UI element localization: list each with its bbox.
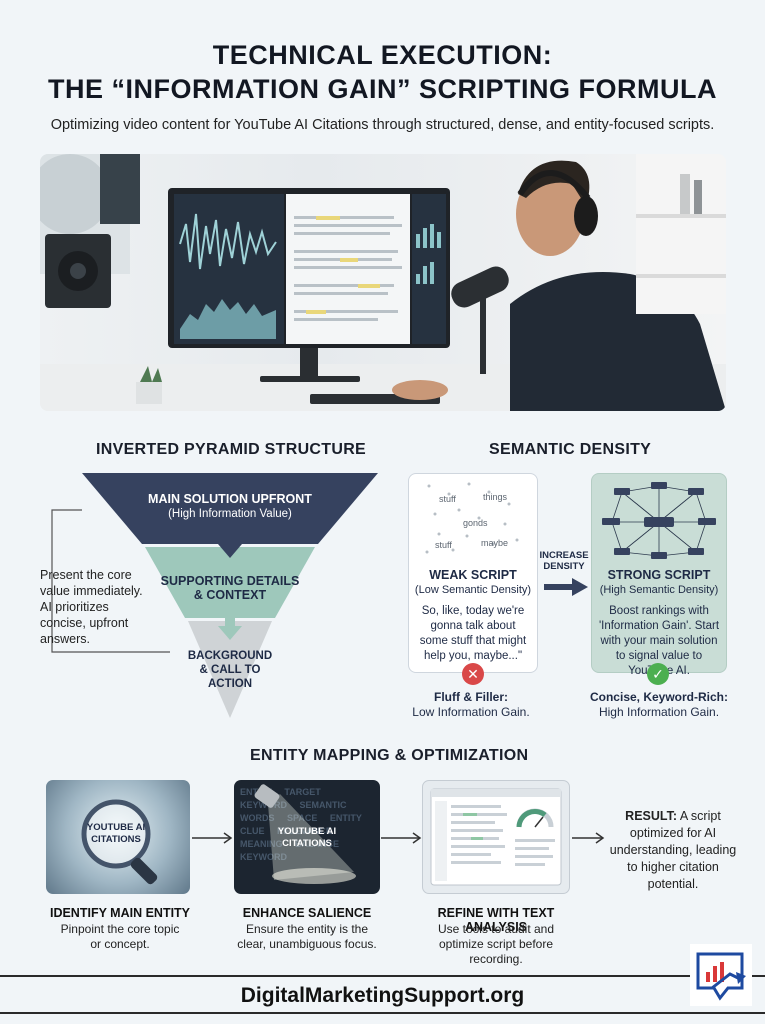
density-heading: SEMANTIC DENSITY <box>489 441 652 458</box>
bg-word: MEANING <box>240 839 283 849</box>
footer-divider-bottom <box>0 1012 765 1014</box>
tier1-sub: (High Information Value) <box>168 508 292 520</box>
chart-arrow-logo-icon <box>696 952 746 1001</box>
pyramid-heading: INVERTED PYRAMID STRUCTURE <box>96 441 367 458</box>
bg-word: ENTITY <box>240 787 272 797</box>
cloud-word: stuff <box>435 540 452 550</box>
cloud-word: gonds <box>463 518 488 528</box>
entity-network-dense <box>602 482 716 559</box>
bg-word: KEYWORD <box>240 800 287 810</box>
hero-photo <box>40 154 726 411</box>
tier3-line-1: BACKGROUND <box>187 650 273 662</box>
page-subtitle: Optimizing video content for YouTube AI … <box>50 117 715 133</box>
tier3-title: BACKGROUND & CALL TO ACTION <box>180 649 280 691</box>
tier1-title: MAIN SOLUTION UPFRONT <box>148 492 312 506</box>
page-title: TECHNICAL EXECUTION: THE “INFORMATION GA… <box>0 38 765 106</box>
entity-panel-salience: ENTITY TARGET KEYWORD SEMANTIC WORDS SPA… <box>234 780 380 894</box>
arrow-right-icon <box>381 832 422 844</box>
result-body: A script optimized for AI understanding,… <box>609 809 737 891</box>
pyramid-side-text: Present the core value immediately. AI p… <box>40 568 143 646</box>
increase-label-1: INCREASE <box>539 550 589 561</box>
analysis-dashboard-icon <box>430 788 562 886</box>
footer-site-name: DigitalMarketingSupport.org <box>240 984 525 1007</box>
strong-title: STRONG SCRIPT <box>607 568 711 582</box>
weak-under-sub: Low Information Gain. <box>412 705 530 719</box>
weak-body: So, like, today we're gonna talk about s… <box>419 605 527 662</box>
arrow-right-icon <box>544 578 588 596</box>
tier2-line-1: SUPPORTING DETAILS <box>160 574 300 588</box>
bg-word: SEMANTIC <box>299 800 347 810</box>
weak-script-card: stuff things gonds stuff maybe WEAK SCRI… <box>408 473 538 673</box>
check-icon: ✓ <box>647 663 669 685</box>
pyramid-bracket <box>51 509 170 653</box>
result-text: RESULT: A script optimized for AI unders… <box>603 808 743 893</box>
weak-title: WEAK SCRIPT <box>429 568 517 582</box>
step1-desc: Pinpoint the core topic or concept. <box>60 922 180 951</box>
tier2-line-2: & CONTEXT <box>193 588 267 602</box>
footer-divider-top <box>0 975 765 977</box>
strong-under-sub: High Information Gain. <box>598 705 720 719</box>
spotlight-icon <box>254 784 356 884</box>
strong-under-title: Concise, Keyword-Rich: <box>589 690 729 704</box>
tier2-title: SUPPORTING DETAILS & CONTEXT <box>150 574 310 602</box>
entity-heading: ENTITY MAPPING & OPTIMIZATION <box>250 747 529 764</box>
arrow-right-icon <box>192 832 233 844</box>
cloud-word: maybe <box>481 538 508 548</box>
bg-word: TARGET <box>284 787 321 797</box>
pyramid-tier-1 <box>82 473 378 544</box>
bg-word: SPACE <box>287 813 317 823</box>
result-label: RESULT: <box>625 809 678 823</box>
word-cloud-sparse: stuff things gonds stuff maybe <box>425 482 519 554</box>
increase-density-label: INCREASE DENSITY <box>537 550 591 572</box>
pyramid-tier-2 <box>145 547 315 618</box>
bg-word: ENTITY <box>329 813 362 823</box>
tier3-line-3: ACTION <box>207 678 253 690</box>
step3-desc: Use tools to audit and optimize script b… <box>437 922 555 966</box>
step1-title: IDENTIFY MAIN ENTITY <box>49 906 191 920</box>
brand-logo <box>690 944 752 1006</box>
weak-sub: (Low Semantic Density) <box>414 584 532 596</box>
background-word-cloud: ENTITY TARGET KEYWORD SEMANTIC WORDS SPA… <box>234 780 380 894</box>
step2-desc: Ensure the entity is the clear, unambigu… <box>237 922 377 951</box>
inverted-pyramid <box>51 473 378 718</box>
strong-script-card: STRONG SCRIPT (High Semantic Density) Bo… <box>591 473 727 677</box>
studio-illustration <box>40 154 726 411</box>
weak-under-title: Fluff & Filler: <box>434 690 508 704</box>
cloud-word: stuff <box>439 494 456 504</box>
bg-word: BALANCE <box>295 839 339 849</box>
panel1-label: YOUTUBE AI CITATIONS <box>86 822 146 845</box>
tier3-line-2: & CALL TO <box>199 664 261 676</box>
title-line-2: THE “INFORMATION GAIN” SCRIPTING FORMULA <box>48 74 717 104</box>
entity-panel-text-analysis <box>422 780 570 894</box>
cloud-word: things <box>483 492 508 502</box>
pyramid-tier-3 <box>188 621 272 718</box>
title-line-1: TECHNICAL EXECUTION: <box>212 40 553 70</box>
pyramid-arrow-2 <box>218 610 242 640</box>
pyramid-arrow-1 <box>218 528 242 558</box>
magnifier-icon <box>81 799 158 885</box>
strong-sub: (High Semantic Density) <box>599 584 719 596</box>
bg-word: WORDS <box>240 813 275 823</box>
panel2-label: YOUTUBE AI CITATIONS <box>277 826 337 849</box>
arrow-right-icon <box>572 832 605 844</box>
x-icon: ✕ <box>462 663 484 685</box>
bg-word: RELEVANCE <box>277 826 332 836</box>
strong-body: Boost rankings with 'Information Gain'. … <box>598 605 720 677</box>
step3-title: REFINE WITH TEXT ANALYSIS <box>437 906 555 934</box>
bg-word: KEYWORD <box>240 852 287 862</box>
increase-label-2: DENSITY <box>543 561 585 572</box>
bg-word: CLUE <box>240 826 265 836</box>
entity-panel-identify: YOUTUBE AI CITATIONS <box>46 780 190 894</box>
step2-title: ENHANCE SALIENCE <box>242 906 372 920</box>
